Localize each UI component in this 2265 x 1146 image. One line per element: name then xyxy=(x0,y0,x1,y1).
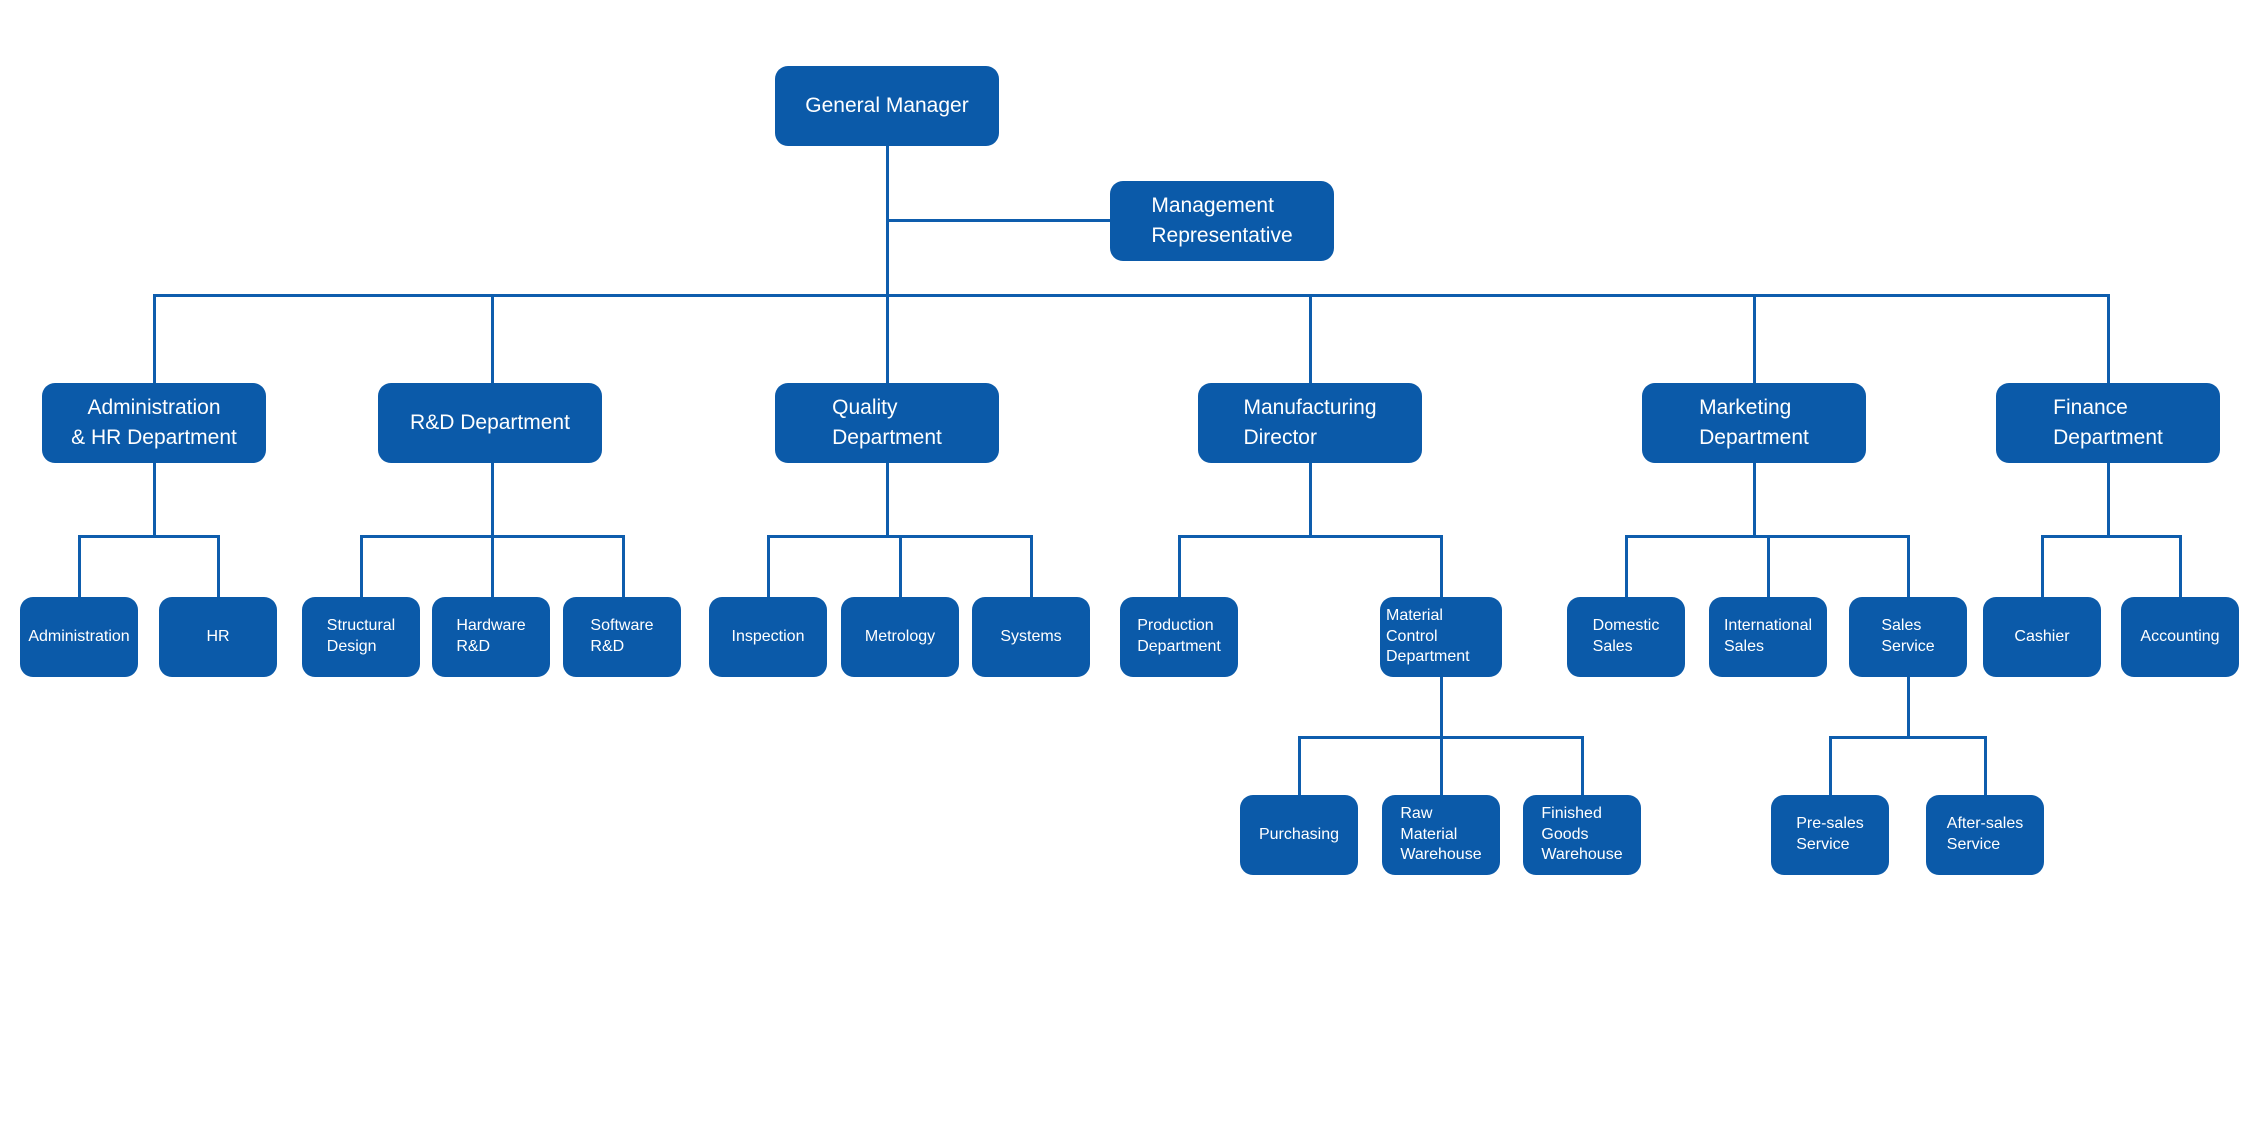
connector-stub-pre-sales xyxy=(1828,736,1832,795)
connector-stub-finished-goods xyxy=(1580,736,1584,795)
connector-sales-service-down xyxy=(1907,677,1910,739)
org-node-hardware-rd: Hardware R&D xyxy=(432,597,550,677)
org-node-metrology: Metrology xyxy=(841,597,959,677)
org-node-material-control-department: Material Control Department xyxy=(1380,597,1502,677)
connector-stub-material-control xyxy=(1439,535,1443,597)
connector-stub-hardware xyxy=(490,535,494,597)
connector-rd-down xyxy=(490,463,494,538)
org-node-general-manager: General Manager xyxy=(775,66,999,146)
org-node-label: Inspection xyxy=(731,627,805,645)
org-node-label: Manufacturing Director xyxy=(1243,395,1377,449)
org-node-cashier: Cashier xyxy=(1983,597,2101,677)
org-node-finished-goods-warehouse: Finished Goods Warehouse xyxy=(1523,795,1641,875)
org-node-structural-design: Structural Design xyxy=(302,597,420,677)
connector-stub-structural xyxy=(359,535,363,597)
org-node-label: Pre-sales Service xyxy=(1796,815,1864,853)
org-node-management-representative: Management Representative xyxy=(1110,181,1334,261)
org-node-label: Accounting xyxy=(2140,627,2220,645)
connector-finance-down xyxy=(2106,463,2110,538)
connector-stub-raw-material xyxy=(1439,736,1443,795)
connector-gm-trunk xyxy=(885,146,889,383)
org-node-international-sales: International Sales xyxy=(1709,597,1827,677)
connector-stub-metrology xyxy=(898,535,902,597)
connector-stub-systems xyxy=(1030,535,1033,597)
org-node-label: Hardware R&D xyxy=(456,617,526,655)
org-node-label: Systems xyxy=(1000,627,1062,645)
org-node-label: Raw Material Warehouse xyxy=(1400,804,1482,864)
connector-stub-domestic xyxy=(1625,535,1628,597)
connector-finance-bus xyxy=(2041,535,2182,538)
org-node-manufacturing-director: Manufacturing Director xyxy=(1198,383,1422,463)
connector-quality-down xyxy=(885,463,889,538)
org-node-label: R&D Department xyxy=(410,410,570,434)
connector-stub-marketing xyxy=(1752,294,1756,383)
org-node-quality-department: Quality Department xyxy=(775,383,999,463)
org-node-inspection: Inspection xyxy=(709,597,827,677)
org-node-sales-service: Sales Service xyxy=(1849,597,1967,677)
connector-manufacturing-bus xyxy=(1177,535,1443,538)
org-node-hr: HR xyxy=(159,597,277,677)
connector-stub-finance xyxy=(2106,294,2110,383)
org-node-accounting: Accounting xyxy=(2121,597,2239,677)
org-node-raw-material-warehouse: Raw Material Warehouse xyxy=(1382,795,1500,875)
connector-stub-accounting xyxy=(2178,535,2182,597)
org-node-rd-department: R&D Department xyxy=(378,383,602,463)
connector-sales-service-bus xyxy=(1828,736,1987,739)
org-node-label: Sales Service xyxy=(1881,617,1935,655)
connector-stub-cashier xyxy=(2041,535,2044,597)
org-node-admin-hr-department: Administration & HR Department xyxy=(42,383,266,463)
connector-stub-hr xyxy=(216,535,220,597)
connector-stub-sales-service xyxy=(1907,535,1910,597)
org-node-label: International Sales xyxy=(1723,617,1813,655)
org-node-label: Metrology xyxy=(864,627,936,645)
org-node-finance-department: Finance Department xyxy=(1996,383,2220,463)
connector-manufacturing-down xyxy=(1308,463,1312,538)
connector-level2-bus xyxy=(152,294,2109,297)
org-node-label: Finance Department xyxy=(2053,395,2163,449)
org-node-label: Administration xyxy=(28,627,130,645)
connector-stub-manufacturing xyxy=(1308,294,1312,383)
org-node-administration: Administration xyxy=(20,597,138,677)
connector-adminhr-down xyxy=(152,463,156,538)
org-node-software-rd: Software R&D xyxy=(563,597,681,677)
org-node-label: Finished Goods Warehouse xyxy=(1541,804,1623,864)
org-node-label: After-sales Service xyxy=(1946,815,2024,853)
connector-adminhr-bus xyxy=(77,535,220,538)
org-node-purchasing: Purchasing xyxy=(1240,795,1358,875)
org-node-production-department: Production Department xyxy=(1120,597,1238,677)
org-node-label: Software R&D xyxy=(590,617,654,655)
org-node-label: Production Department xyxy=(1137,617,1221,655)
connector-stub-inspection xyxy=(767,535,770,597)
connector-stub-rd xyxy=(490,294,494,383)
connector-management-representative xyxy=(886,219,1110,222)
org-node-label: General Manager xyxy=(805,93,969,117)
org-node-label: Cashier xyxy=(2014,627,2070,645)
connector-stub-international xyxy=(1766,535,1770,597)
org-node-label: HR xyxy=(206,627,230,645)
org-node-after-sales-service: After-sales Service xyxy=(1926,795,2044,875)
connector-stub-administration xyxy=(77,535,81,597)
org-node-label: Administration & HR Department xyxy=(71,395,237,449)
org-node-label: Marketing Department xyxy=(1699,395,1809,449)
org-node-domestic-sales: Domestic Sales xyxy=(1567,597,1685,677)
org-node-label: Material Control Department xyxy=(1386,606,1470,666)
org-node-label: Purchasing xyxy=(1258,825,1340,843)
org-node-pre-sales-service: Pre-sales Service xyxy=(1771,795,1889,875)
org-node-label: Structural Design xyxy=(326,617,396,655)
org-node-label: Domestic Sales xyxy=(1592,617,1660,655)
connector-stub-after-sales xyxy=(1983,736,1987,795)
connector-stub-production xyxy=(1177,535,1181,597)
connector-stub-admin-hr xyxy=(152,294,156,383)
org-node-label: Management Representative xyxy=(1151,193,1293,247)
org-node-marketing-department: Marketing Department xyxy=(1642,383,1866,463)
connector-marketing-down xyxy=(1752,463,1756,538)
connector-material-down xyxy=(1439,677,1443,739)
connector-stub-purchasing xyxy=(1297,736,1301,795)
org-node-systems: Systems xyxy=(972,597,1090,677)
connector-stub-software xyxy=(621,535,625,597)
org-node-label: Quality Department xyxy=(832,395,942,449)
